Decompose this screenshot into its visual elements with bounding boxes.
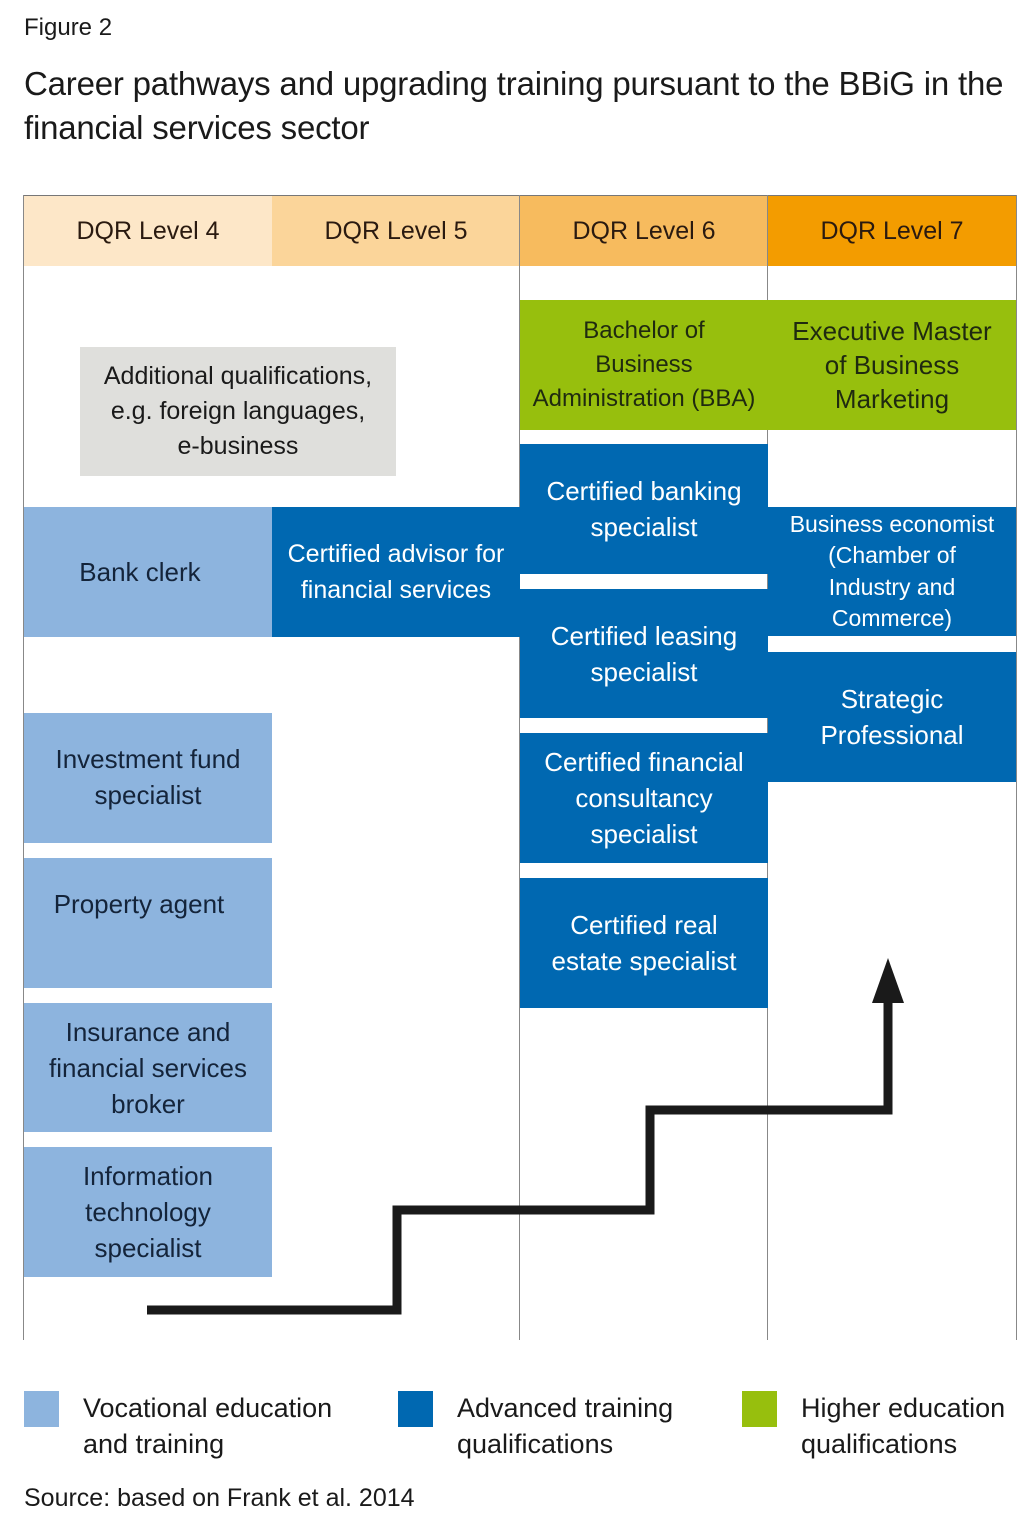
legend-swatch-higher <box>742 1391 777 1427</box>
figure-title: Career pathways and upgrading training p… <box>24 65 1004 146</box>
legend-label-higher: Higher education qualifications <box>801 1393 1006 1459</box>
qualification-certified-real-estate-specialist: Certified real estate specialist <box>520 878 768 1008</box>
qualification-business-economist: Business economist (Chamber of Industry … <box>768 507 1016 636</box>
legend-swatch-vocational <box>24 1391 59 1427</box>
qualification-insurance-broker: Insurance and financial services broker <box>24 1003 272 1132</box>
column-divider-5-6 <box>519 195 520 1340</box>
arrow-head-icon <box>872 958 904 1003</box>
column-header-level-4: DQR Level 4 <box>24 196 272 266</box>
qualification-bba: Bachelor of Business Administration (BBA… <box>520 300 768 430</box>
qualification-bank-clerk: Bank clerk <box>24 507 272 637</box>
qualification-it-specialist: Information technology specialist <box>24 1147 272 1277</box>
figure-label: Figure 2 <box>24 14 113 41</box>
legend-label-vocational: Vocational education and training <box>83 1393 333 1459</box>
qualification-investment-fund-specialist: Investment fund specialist <box>24 713 272 843</box>
column-header-level-7: DQR Level 7 <box>768 196 1016 266</box>
qualification-strategic-professional: Strategic Professional <box>768 652 1016 782</box>
source-note: Source: based on Frank et al. 2014 <box>24 1484 415 1512</box>
qualification-certified-financial-consultancy-specialist: Certified financial consultancy speciali… <box>520 733 768 863</box>
qualification-certified-advisor-financial-services: Certified advisor for financial services <box>272 507 520 637</box>
qualification-executive-master-business-marketing: Executive Master of Business Marketing <box>768 300 1016 430</box>
column-header-level-6: DQR Level 6 <box>520 196 768 266</box>
frame-top-border <box>23 195 1017 196</box>
qualification-property-agent: Property agent <box>24 858 272 988</box>
column-divider-right <box>1016 195 1017 1340</box>
qualification-certified-banking-specialist: Certified banking specialist <box>520 444 768 574</box>
legend-label-advanced: Advanced training qualifications <box>457 1393 674 1459</box>
column-divider-left <box>23 195 24 1340</box>
column-header-level-5: DQR Level 5 <box>272 196 520 266</box>
legend-swatch-advanced <box>398 1391 433 1427</box>
qualification-certified-leasing-specialist: Certified leasing specialist <box>520 589 768 718</box>
additional-qualifications-box: Additional qualifications, e.g. foreign … <box>80 347 396 476</box>
